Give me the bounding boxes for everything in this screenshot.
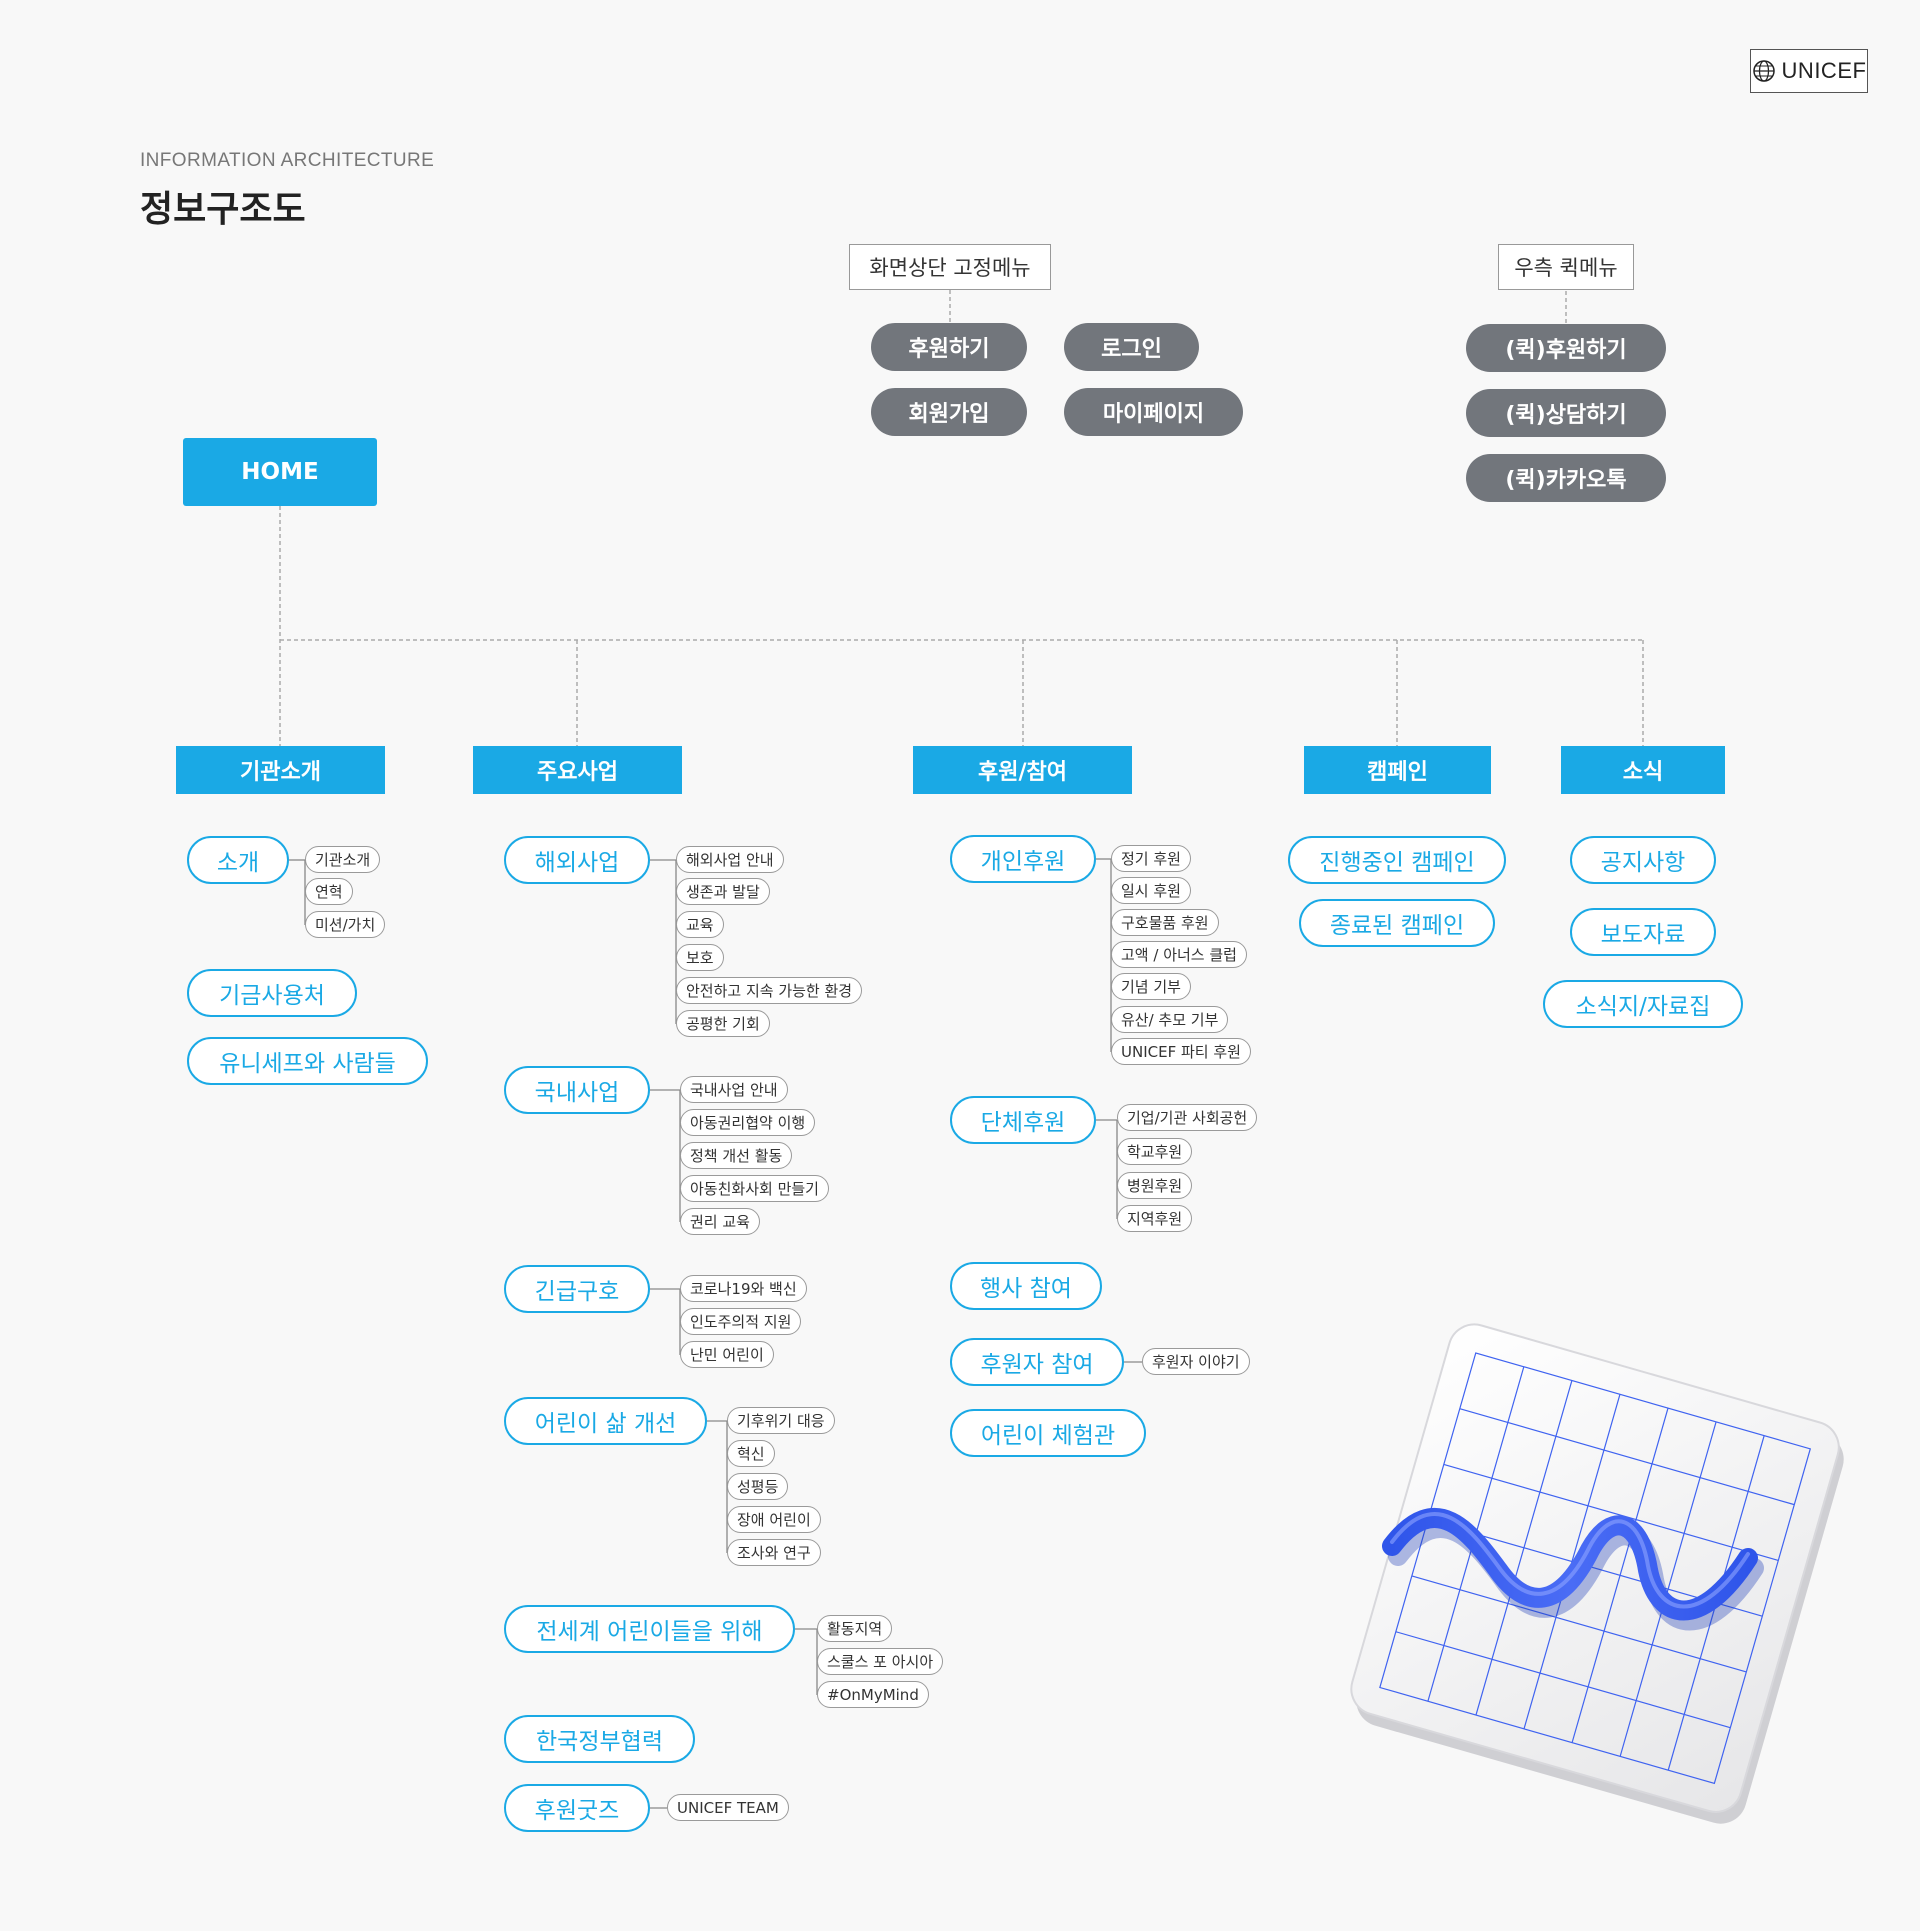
section-ongoing-campaigns[interactable]: 진행중인 캠페인 bbox=[1288, 836, 1506, 884]
chip-disability[interactable]: 장애 어린이 bbox=[727, 1506, 821, 1533]
section-press-releases[interactable]: 보도자료 bbox=[1570, 908, 1716, 956]
chip-schools-for-asia[interactable]: 스쿨스 포 아시아 bbox=[817, 1648, 944, 1675]
section-overseas[interactable]: 해외사업 bbox=[504, 836, 650, 884]
top-fixed-menu-label: 화면상단 고정메뉴 bbox=[849, 244, 1051, 290]
section-individual-support[interactable]: 개인후원 bbox=[950, 835, 1096, 883]
section-event-participation[interactable]: 행사 참여 bbox=[950, 1262, 1102, 1310]
category-campaign[interactable]: 캠페인 bbox=[1304, 746, 1491, 794]
right-quick-menu-label: 우측 퀵메뉴 bbox=[1498, 244, 1634, 290]
chip-activity-regions[interactable]: 활동지역 bbox=[817, 1615, 893, 1642]
section-group-support[interactable]: 단체후원 bbox=[950, 1096, 1096, 1144]
chip-domestic-guide[interactable]: 국내사업 안내 bbox=[680, 1076, 788, 1103]
top-menu-signup-button[interactable]: 회원가입 bbox=[871, 388, 1027, 436]
chip-equal-opportunity[interactable]: 공평한 기회 bbox=[676, 1010, 770, 1037]
category-about[interactable]: 기관소개 bbox=[176, 746, 385, 794]
top-menu-donate-button[interactable]: 후원하기 bbox=[871, 323, 1027, 371]
section-supporter-participation[interactable]: 후원자 참여 bbox=[950, 1338, 1124, 1386]
section-domestic[interactable]: 국내사업 bbox=[504, 1066, 650, 1114]
chip-one-time-donation[interactable]: 일시 후원 bbox=[1111, 877, 1191, 904]
quick-kakaotalk-button[interactable]: (퀵)카카오톡 bbox=[1466, 454, 1666, 502]
category-programs[interactable]: 주요사업 bbox=[473, 746, 682, 794]
section-unicef-people[interactable]: 유니세프와 사람들 bbox=[187, 1037, 428, 1085]
section-intro[interactable]: 소개 bbox=[187, 836, 289, 884]
section-child-life[interactable]: 어린이 삶 개선 bbox=[504, 1397, 707, 1445]
chip-gender-equality[interactable]: 성평등 bbox=[727, 1473, 789, 1500]
chip-survival[interactable]: 생존과 발달 bbox=[676, 878, 770, 905]
section-global-children[interactable]: 전세계 어린이들을 위해 bbox=[504, 1605, 795, 1653]
chip-environment[interactable]: 안전하고 지속 가능한 환경 bbox=[676, 977, 863, 1004]
chip-honors-club[interactable]: 고액 / 아너스 클럽 bbox=[1111, 941, 1247, 968]
unicef-globe-icon bbox=[1752, 60, 1775, 82]
chip-history[interactable]: 연혁 bbox=[305, 878, 353, 905]
unicef-logo[interactable]: UNICEF bbox=[1750, 49, 1868, 93]
page-title: 정보구조도 bbox=[140, 189, 306, 230]
section-fund-usage[interactable]: 기금사용처 bbox=[187, 969, 357, 1017]
home-node[interactable]: HOME bbox=[183, 438, 377, 506]
chip-refugee[interactable]: 난민 어린이 bbox=[680, 1341, 774, 1368]
section-korea-gov[interactable]: 한국정부협력 bbox=[504, 1715, 695, 1763]
chip-about-org[interactable]: 기관소개 bbox=[305, 846, 381, 873]
section-ended-campaigns[interactable]: 종료된 캠페인 bbox=[1299, 899, 1495, 947]
section-emergency[interactable]: 긴급구호 bbox=[504, 1265, 650, 1313]
chip-corporate-csr[interactable]: 기업/기관 사회공헌 bbox=[1117, 1104, 1258, 1131]
chip-mission[interactable]: 미션/가치 bbox=[305, 911, 386, 938]
chip-overseas-guide[interactable]: 해외사업 안내 bbox=[676, 846, 784, 873]
chip-supporter-stories[interactable]: 후원자 이야기 bbox=[1142, 1348, 1250, 1375]
chip-legacy-donation[interactable]: 유산/ 추모 기부 bbox=[1111, 1006, 1229, 1033]
section-notices[interactable]: 공지사항 bbox=[1570, 836, 1716, 884]
top-menu-login-button[interactable]: 로그인 bbox=[1064, 323, 1199, 371]
chip-climate[interactable]: 기후위기 대응 bbox=[727, 1407, 835, 1434]
section-children-experience[interactable]: 어린이 체험관 bbox=[950, 1409, 1146, 1457]
quick-donate-button[interactable]: (퀵)후원하기 bbox=[1466, 324, 1666, 372]
chip-unicef-team[interactable]: UNICEF TEAM bbox=[667, 1794, 789, 1821]
page-eyebrow: INFORMATION ARCHITECTURE bbox=[140, 150, 435, 171]
chip-rights-education[interactable]: 권리 교육 bbox=[680, 1208, 760, 1235]
chip-education[interactable]: 교육 bbox=[676, 911, 724, 938]
chip-party-donation[interactable]: UNICEF 파티 후원 bbox=[1111, 1038, 1251, 1065]
chip-humanitarian[interactable]: 인도주의적 지원 bbox=[680, 1308, 802, 1335]
quick-consult-button[interactable]: (퀵)상담하기 bbox=[1466, 389, 1666, 437]
chip-regular-donation[interactable]: 정기 후원 bbox=[1111, 845, 1191, 872]
chip-crc[interactable]: 아동권리협약 이행 bbox=[680, 1109, 816, 1136]
logo-text: UNICEF bbox=[1781, 58, 1867, 83]
chip-covid[interactable]: 코로나19와 백신 bbox=[680, 1275, 807, 1302]
chip-child-friendly[interactable]: 아동친화사회 만들기 bbox=[680, 1175, 829, 1202]
chip-regional-support[interactable]: 지역후원 bbox=[1117, 1205, 1193, 1232]
category-support[interactable]: 후원/참여 bbox=[913, 746, 1132, 794]
top-menu-mypage-button[interactable]: 마이페이지 bbox=[1064, 388, 1243, 436]
chip-policy[interactable]: 정책 개선 활동 bbox=[680, 1142, 793, 1169]
chip-innovation[interactable]: 혁신 bbox=[727, 1440, 775, 1467]
chip-school-support[interactable]: 학교후원 bbox=[1117, 1138, 1193, 1165]
chip-relief-goods[interactable]: 구호물품 후원 bbox=[1111, 909, 1219, 936]
chip-memorial-donation[interactable]: 기념 기부 bbox=[1111, 973, 1191, 1000]
chip-research[interactable]: 조사와 연구 bbox=[727, 1539, 821, 1566]
chip-protection[interactable]: 보호 bbox=[676, 944, 724, 971]
chip-onmymind[interactable]: #OnMyMind bbox=[817, 1681, 929, 1708]
section-goods[interactable]: 후원굿즈 bbox=[504, 1784, 650, 1832]
category-news[interactable]: 소식 bbox=[1561, 746, 1725, 794]
decorative-grid-wave-graphic bbox=[1350, 1323, 1844, 1824]
chip-hospital-support[interactable]: 병원후원 bbox=[1117, 1172, 1193, 1199]
section-newsletter[interactable]: 소식지/자료집 bbox=[1543, 980, 1743, 1028]
